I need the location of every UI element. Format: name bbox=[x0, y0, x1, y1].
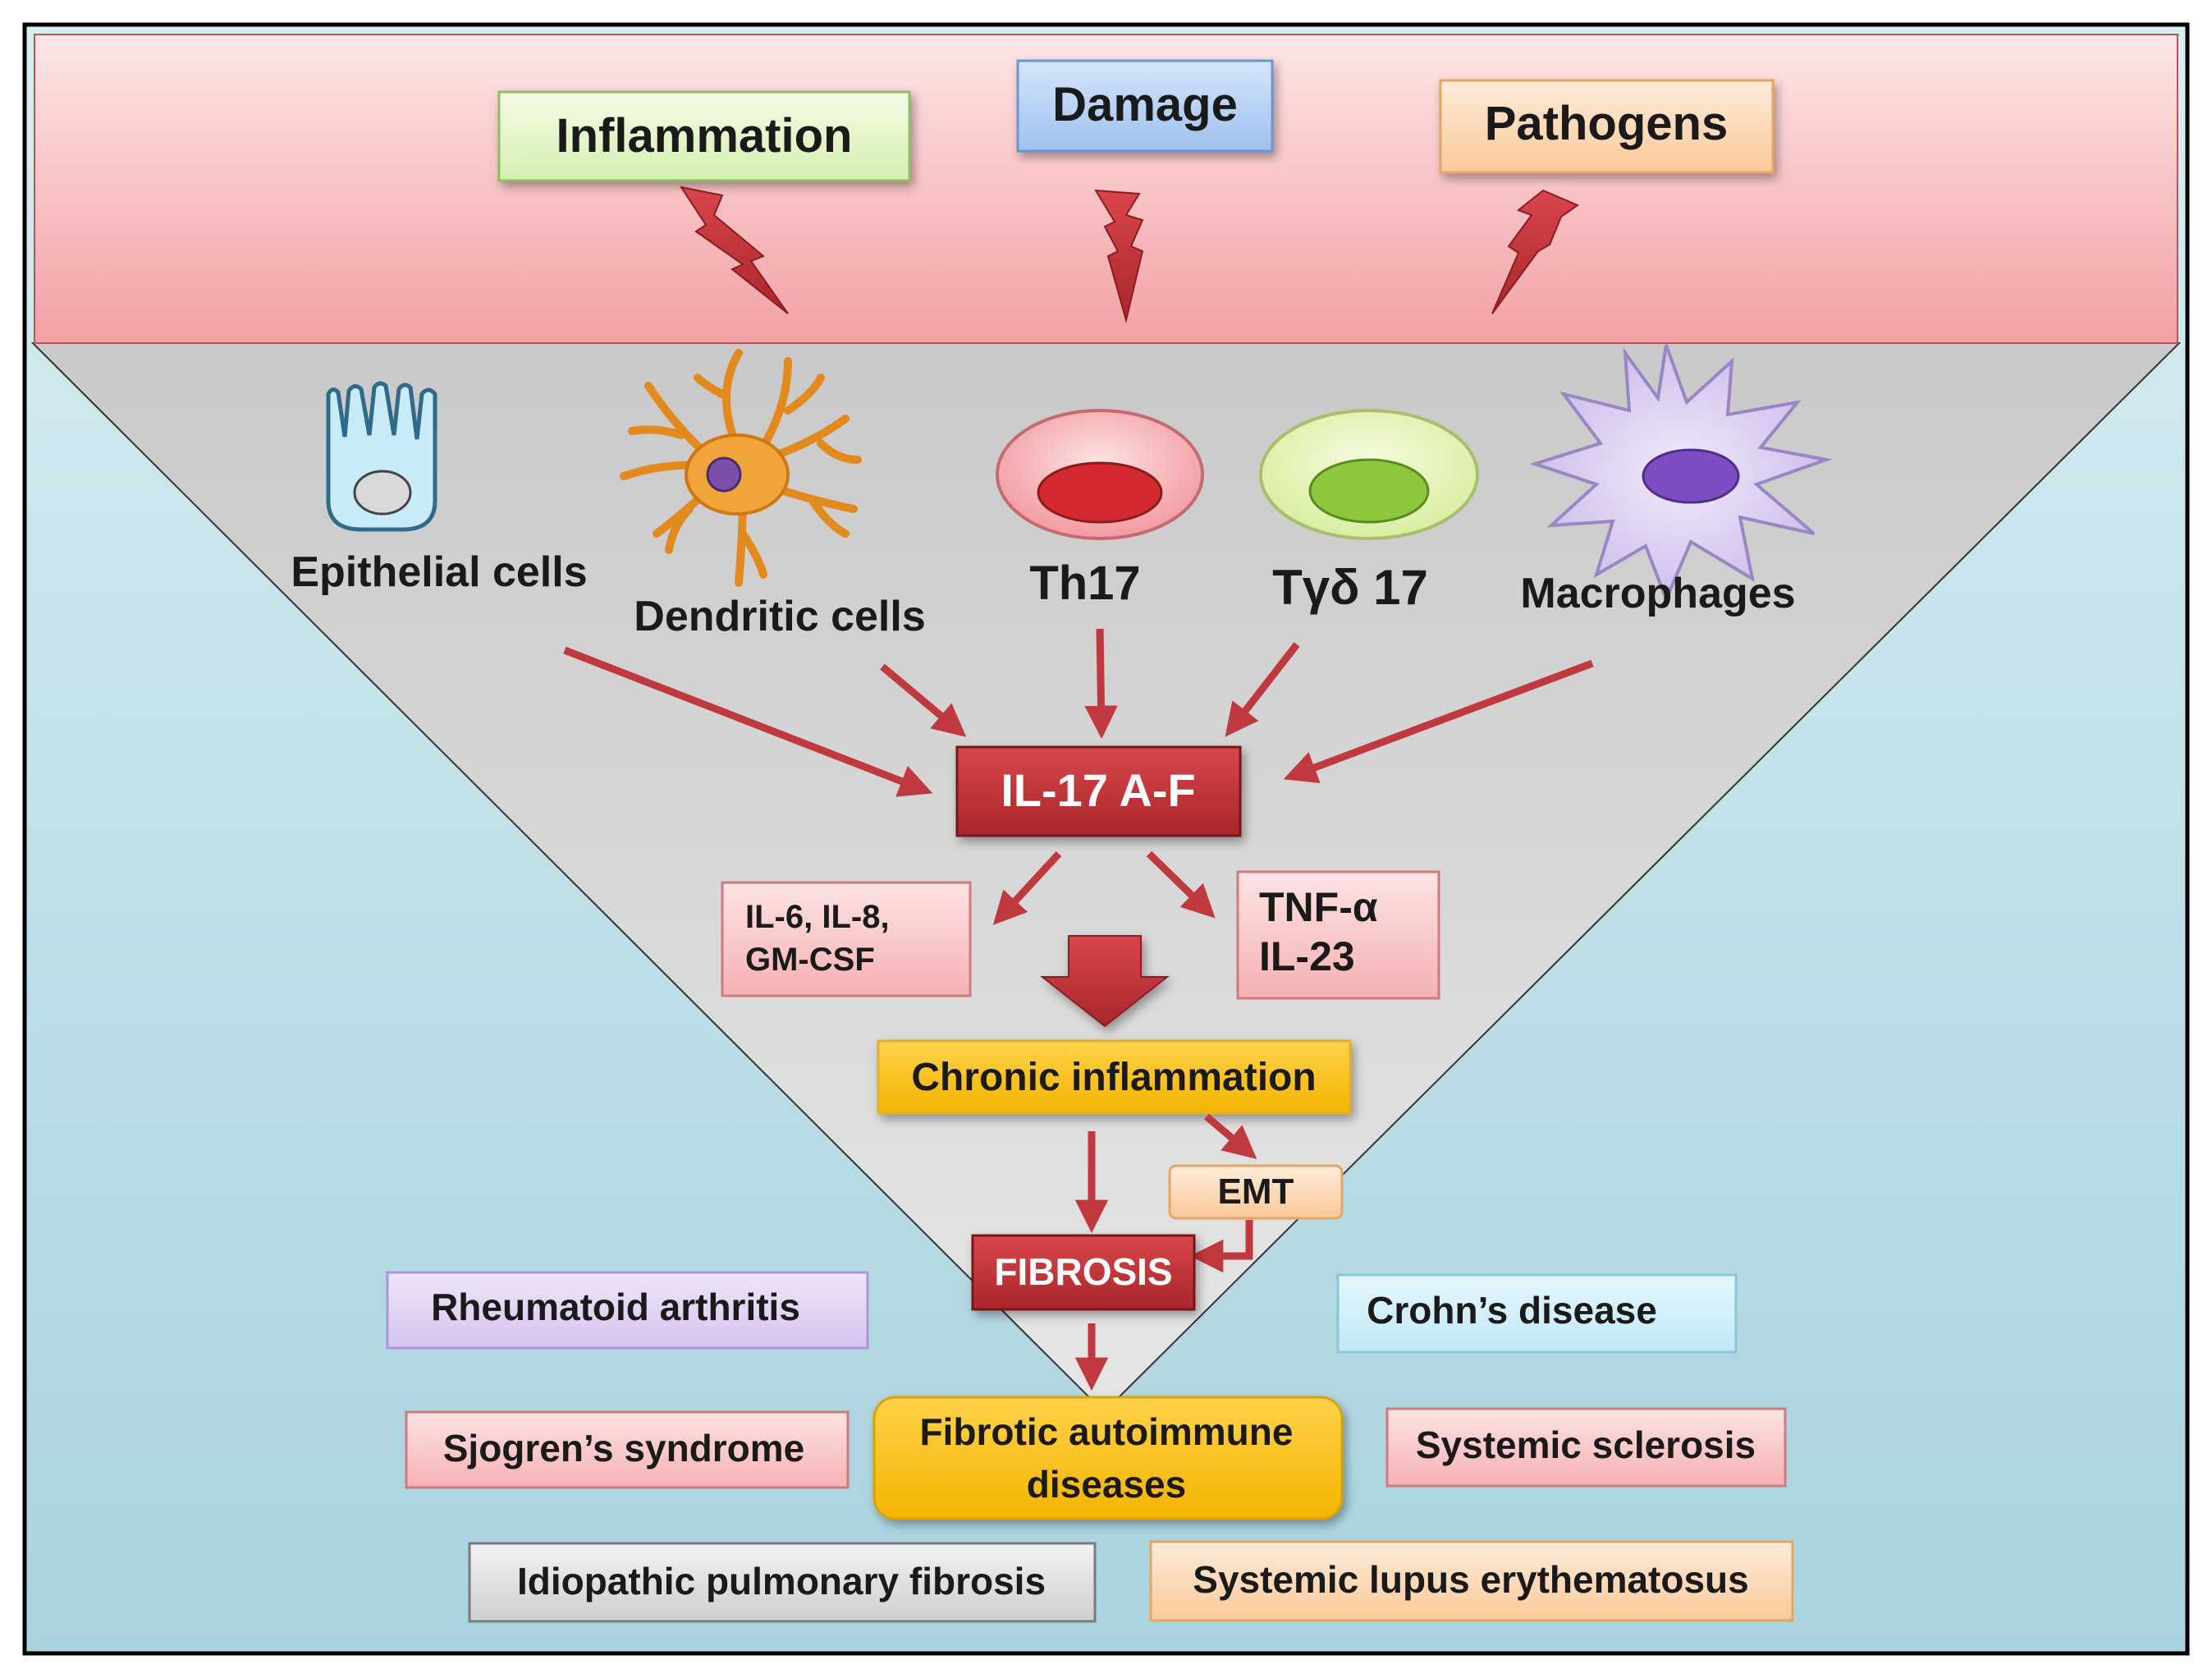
emt-label: EMT bbox=[1218, 1171, 1294, 1212]
inflammation-label: Inflammation bbox=[556, 109, 853, 163]
sjogrens-syndrome-box: Sjogren’s syndrome bbox=[405, 1410, 850, 1489]
th17-label: Th17 bbox=[1029, 557, 1140, 610]
macrophage-arrow bbox=[1283, 659, 1594, 783]
tnf-line1: TNF-α bbox=[1259, 884, 1378, 930]
rheumatoid-arthritis-box: Rheumatoid arthritis bbox=[386, 1271, 869, 1350]
tgd17-label: Tγδ 17 bbox=[1272, 560, 1428, 615]
fibrotic-diseases-line1: Fibrotic autoimmune bbox=[920, 1410, 1294, 1453]
arrows-from-il17 bbox=[992, 850, 1216, 925]
systemic-sclerosis-label: Systemic sclerosis bbox=[1416, 1424, 1756, 1466]
macrophage-cell-icon bbox=[1529, 344, 1833, 604]
fibrosis-box: FIBROSIS bbox=[971, 1234, 1196, 1311]
sjogrens-syndrome-label: Sjogren’s syndrome bbox=[443, 1427, 805, 1469]
crohns-disease-box: Crohn’s disease bbox=[1336, 1273, 1738, 1354]
ipf-box: Idiopathic pulmonary fibrosis bbox=[468, 1542, 1097, 1623]
ipf-label: Idiopathic pulmonary fibrosis bbox=[517, 1560, 1046, 1602]
arrow-to-emt bbox=[1204, 1113, 1257, 1159]
pathogens-lightning-icon bbox=[1491, 189, 1580, 314]
rheumatoid-arthritis-label: Rheumatoid arthritis bbox=[431, 1286, 800, 1328]
dendritic-cell-icon bbox=[620, 349, 862, 587]
sle-box: Systemic lupus erythematosus bbox=[1149, 1540, 1794, 1622]
pathogens-label: Pathogens bbox=[1485, 97, 1729, 150]
dendritic-arrow bbox=[880, 663, 967, 737]
th17-arrow bbox=[1084, 628, 1118, 740]
tnf-box: TNF-α IL-23 bbox=[1236, 870, 1440, 1000]
arrow-to-il6 bbox=[992, 850, 1062, 925]
il17-box: IL-17 A-F bbox=[955, 745, 1242, 837]
damage-box: Damage bbox=[1016, 59, 1274, 153]
macrophages-label: Macrophages bbox=[1520, 570, 1795, 617]
th17-cell-icon bbox=[996, 409, 1204, 540]
inflammation-lightning-icon bbox=[679, 186, 789, 314]
tgd17-cell-icon bbox=[1259, 409, 1479, 540]
epithelial-arrow bbox=[563, 646, 933, 797]
inflammation-box: Inflammation bbox=[497, 90, 911, 182]
chronic-inflammation-box: Chronic inflammation bbox=[877, 1039, 1352, 1115]
il17-label: IL-17 A-F bbox=[1001, 764, 1195, 816]
il6-line2: GM-CSF bbox=[745, 942, 875, 978]
fibrotic-diseases-box: Fibrotic autoimmune diseases bbox=[872, 1396, 1344, 1520]
fibrotic-diseases-line2: diseases bbox=[1027, 1463, 1186, 1506]
crohns-disease-label: Crohn’s disease bbox=[1367, 1289, 1657, 1332]
systemic-sclerosis-box: Systemic sclerosis bbox=[1385, 1407, 1787, 1488]
tnf-line2: IL-23 bbox=[1259, 933, 1355, 979]
big-down-arrow-icon bbox=[1040, 935, 1170, 1028]
chronic-inflammation-label: Chronic inflammation bbox=[911, 1056, 1316, 1099]
emt-box: EMT bbox=[1168, 1164, 1344, 1220]
damage-label: Damage bbox=[1052, 78, 1238, 131]
arrow-emt-to-fibrosis bbox=[1189, 1220, 1253, 1273]
epithelial-cell-icon bbox=[326, 381, 437, 532]
pathogens-box: Pathogens bbox=[1439, 79, 1775, 174]
sle-label: Systemic lupus erythematosus bbox=[1193, 1558, 1748, 1601]
arrows-to-il17 bbox=[563, 628, 1594, 797]
fibrosis-label: FIBROSIS bbox=[994, 1250, 1172, 1293]
arrows-chronic bbox=[1074, 1113, 1257, 1391]
damage-lightning-icon bbox=[1094, 189, 1144, 323]
arrow-to-tnf bbox=[1146, 850, 1216, 919]
il6-box: IL-6, IL-8, GM-CSF bbox=[721, 881, 972, 997]
tgd17-arrow bbox=[1225, 642, 1300, 737]
il6-line1: IL-6, IL-8, bbox=[745, 899, 890, 935]
epithelial-label: Epithelial cells bbox=[291, 548, 587, 596]
dendritic-label: Dendritic cells bbox=[634, 593, 925, 640]
